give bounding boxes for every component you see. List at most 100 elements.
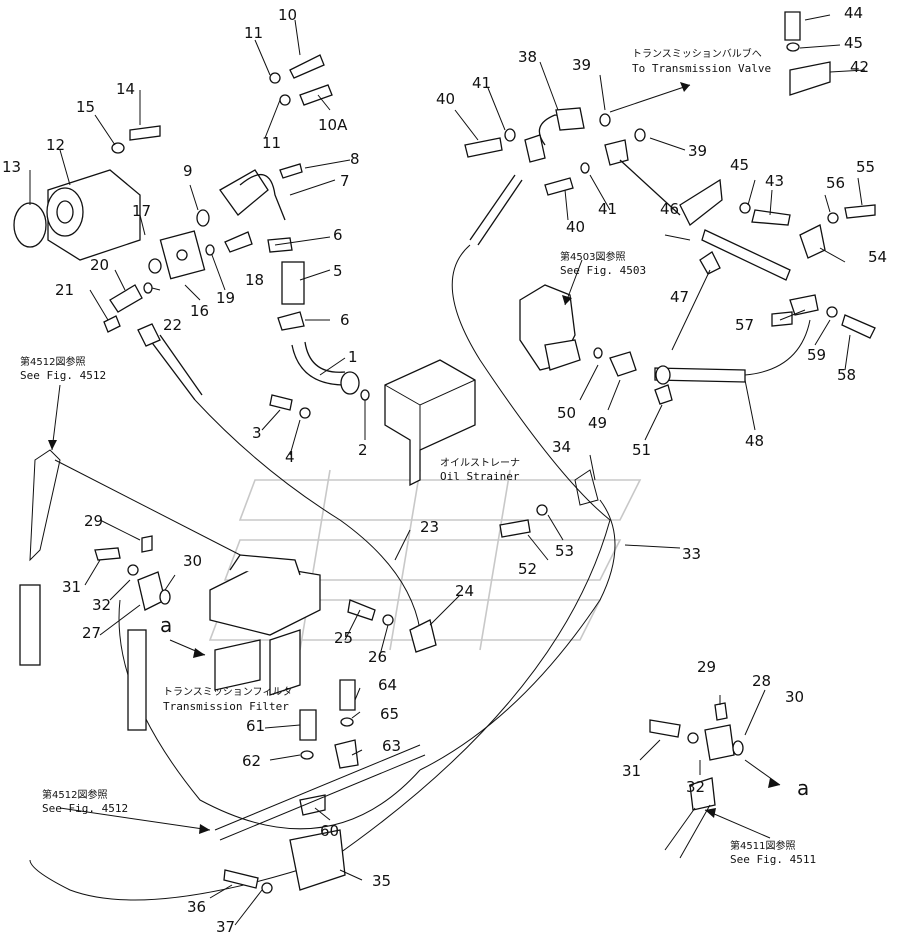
callout-5: 5	[333, 262, 343, 280]
callout-31b: 31	[622, 762, 641, 780]
callout-18: 18	[245, 271, 264, 289]
callout-1: 1	[348, 348, 358, 366]
callout-25: 25	[334, 629, 353, 647]
strainer-label-en: Oil Strainer	[440, 470, 520, 483]
callout-34: 34	[552, 438, 571, 456]
callout-32b: 32	[686, 778, 705, 796]
callout-64: 64	[378, 676, 397, 694]
callout-10: 10	[278, 6, 297, 24]
callout-11b: 11	[262, 134, 281, 152]
bracket-assembly	[214, 599, 437, 894]
pipe-lines-right	[29, 11, 876, 901]
callout-37: 37	[216, 918, 235, 936]
strainer-label-jp: オイルストレーナ	[440, 457, 520, 469]
callout-2: 2	[358, 441, 368, 459]
fig4512-bottom-label-jp: 第4512図参照	[42, 788, 107, 801]
coupler-assembly-a	[649, 702, 744, 859]
to-valve-label-jp: トランスミッションバルブへ	[632, 47, 762, 60]
callout-40a: 40	[436, 90, 455, 108]
leader-lines	[29, 14, 866, 926]
callout-numbers: 1 2 3 4 5 6 6 7 8 9 10 10A 11 11 12 13 1…	[2, 4, 887, 936]
pipe-lines-left	[19, 323, 421, 830]
callout-a-left: a	[160, 613, 172, 637]
valve-assembly	[519, 284, 746, 405]
callout-54: 54	[868, 248, 887, 266]
callout-32a: 32	[92, 596, 111, 614]
callout-3: 3	[252, 424, 262, 442]
callout-40b: 40	[566, 218, 585, 236]
callout-8: 8	[350, 150, 360, 168]
callout-41a: 41	[472, 74, 491, 92]
callout-38: 38	[518, 48, 537, 66]
callout-15: 15	[76, 98, 95, 116]
callout-41b: 41	[598, 200, 617, 218]
callout-10a: 10A	[318, 116, 348, 134]
callout-61: 61	[246, 717, 265, 735]
callout-26: 26	[368, 648, 387, 666]
callout-65: 65	[380, 705, 399, 723]
text-labels: トランスミッションバルブへ To Transmission Valve 第450…	[20, 47, 816, 866]
fig4503-label-en: See Fig. 4503	[560, 264, 646, 277]
callout-60: 60	[320, 822, 339, 840]
callout-47: 47	[670, 288, 689, 306]
callout-46: 46	[660, 200, 679, 218]
callout-29a: 29	[84, 512, 103, 530]
callout-45b: 45	[730, 156, 749, 174]
callout-52: 52	[518, 560, 537, 578]
callout-4: 4	[285, 448, 295, 466]
oil-strainer	[384, 359, 476, 487]
transmission-filter	[94, 535, 321, 731]
callout-62: 62	[242, 752, 261, 770]
callout-28: 28	[752, 672, 771, 690]
callout-51: 51	[632, 441, 651, 459]
callout-44: 44	[844, 4, 863, 22]
callout-33: 33	[682, 545, 701, 563]
callout-53: 53	[555, 542, 574, 560]
callout-30a: 30	[183, 552, 202, 570]
callout-29b: 29	[697, 658, 716, 676]
callout-58: 58	[837, 366, 856, 384]
callout-39a: 39	[572, 56, 591, 74]
callout-7: 7	[340, 172, 350, 190]
callout-17: 17	[132, 202, 151, 220]
callout-6a: 6	[333, 226, 343, 244]
fig4503-label-jp: 第4503図参照	[560, 250, 625, 263]
callout-6b: 6	[340, 311, 350, 329]
callout-16: 16	[190, 302, 209, 320]
fig4511-label-en: See Fig. 4511	[730, 853, 816, 866]
callout-43: 43	[765, 172, 784, 190]
callout-9: 9	[183, 162, 193, 180]
callout-63: 63	[382, 737, 401, 755]
callout-27: 27	[82, 624, 101, 642]
callout-36: 36	[187, 898, 206, 916]
arrows	[48, 82, 781, 839]
callout-56: 56	[826, 174, 845, 192]
callout-23: 23	[420, 518, 439, 536]
callout-45a: 45	[844, 34, 863, 52]
callout-30b: 30	[785, 688, 804, 706]
callout-11a: 11	[244, 24, 263, 42]
filter-label-jp: トランスミッションフィルタ	[163, 686, 292, 698]
callout-20: 20	[90, 256, 109, 274]
callout-24: 24	[455, 582, 474, 600]
fig4512-top-label-en: See Fig. 4512	[20, 369, 106, 382]
pump-assembly	[13, 54, 333, 333]
fig4512-top-label-jp: 第4512図参照	[20, 355, 85, 368]
callout-48: 48	[745, 432, 764, 450]
to-valve-label-en: To Transmission Valve	[632, 62, 771, 75]
callout-49: 49	[588, 414, 607, 432]
callout-13: 13	[2, 158, 21, 176]
suction-hose	[269, 341, 370, 419]
filter-label-en: Transmission Filter	[163, 700, 289, 713]
fig4512-bottom-label-en: See Fig. 4512	[42, 802, 128, 815]
callout-39b: 39	[688, 142, 707, 160]
callout-35: 35	[372, 872, 391, 890]
watermark-logo	[208, 469, 642, 651]
fig4511-label-jp: 第4511図参照	[730, 839, 795, 852]
callout-12: 12	[46, 136, 65, 154]
callout-a-right: a	[797, 776, 809, 800]
callout-21: 21	[55, 281, 74, 299]
callout-31a: 31	[62, 578, 81, 596]
callout-42: 42	[850, 58, 869, 76]
